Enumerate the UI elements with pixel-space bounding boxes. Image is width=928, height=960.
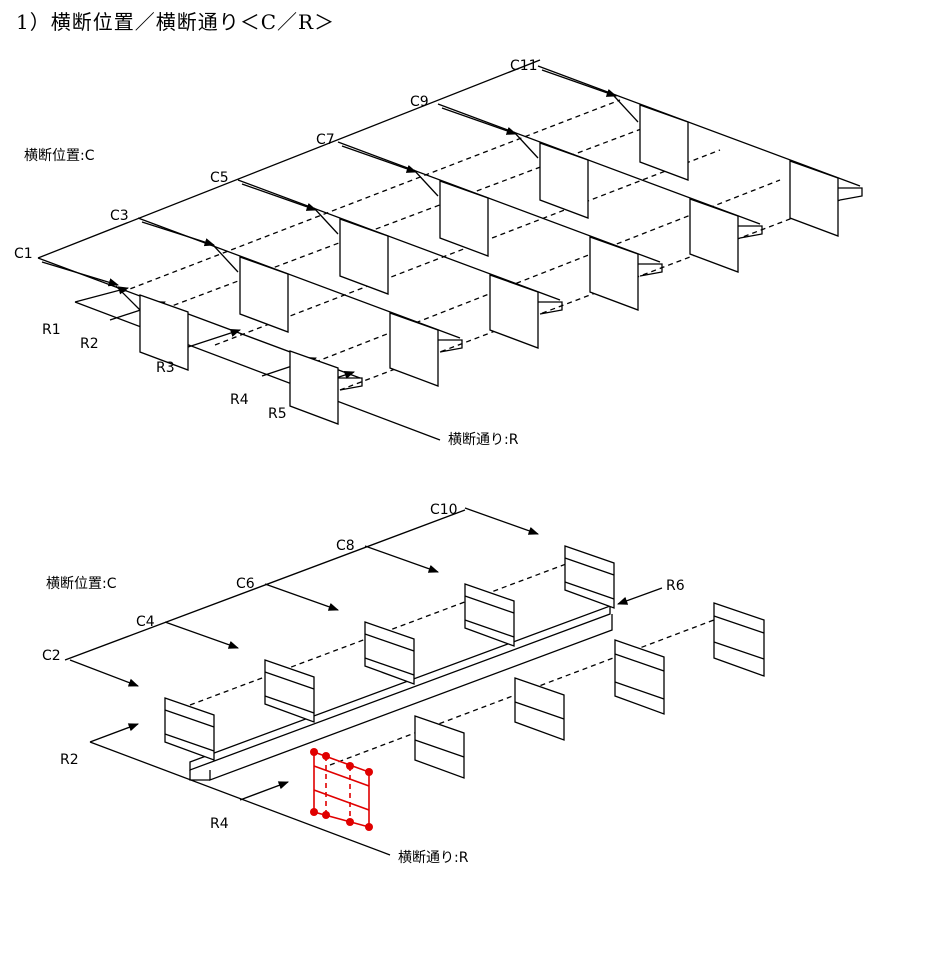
bottom-c-label: C2 bbox=[42, 648, 61, 664]
highlighted-panel bbox=[310, 748, 373, 831]
top-c-label: C7 bbox=[316, 132, 335, 148]
bottom-c-label: C8 bbox=[336, 538, 355, 554]
bottom-position-label: 横断位置:C bbox=[46, 576, 117, 592]
page-heading: 1）横断位置／横断通り＜C／R＞ bbox=[16, 10, 336, 34]
bottom-row-label: 横断通り:R bbox=[398, 850, 469, 866]
top-row-axis bbox=[74, 301, 441, 441]
top-r-label: R3 bbox=[156, 360, 175, 376]
top-panels bbox=[139, 104, 839, 425]
bottom-beam bbox=[189, 605, 613, 781]
bottom-c-arrows bbox=[69, 507, 539, 687]
top-r-label: R1 bbox=[42, 322, 61, 338]
top-r-label: R5 bbox=[268, 406, 287, 422]
bottom-diagram: 横断位置:C 横断通り:R C2 C4 C6 C8 C10 R2 R4 R6 bbox=[42, 502, 765, 866]
top-brackets bbox=[115, 95, 639, 311]
top-r-label: R4 bbox=[230, 392, 249, 408]
top-c-label: C5 bbox=[210, 170, 229, 186]
bottom-c-label: C4 bbox=[136, 614, 155, 630]
bottom-c-label: C6 bbox=[236, 576, 255, 592]
top-c-arrows bbox=[41, 69, 617, 287]
bottom-panels bbox=[164, 545, 765, 779]
top-c-label: C3 bbox=[110, 208, 129, 224]
bottom-r-label: R4 bbox=[210, 816, 229, 832]
bottom-r-label: R2 bbox=[60, 752, 79, 768]
top-position-label: 横断位置:C bbox=[24, 148, 95, 164]
top-c-label: C9 bbox=[410, 94, 429, 110]
bottom-row-axis bbox=[89, 741, 391, 856]
top-diagram: 横断位置:C 横断通り:R C1 C3 C5 C7 C9 C11 R1 R2 R… bbox=[14, 58, 863, 448]
bottom-r-arrows bbox=[89, 587, 663, 801]
bottom-r-label: R6 bbox=[666, 578, 685, 594]
top-c-label: C11 bbox=[510, 58, 538, 74]
bottom-c-label: C10 bbox=[430, 502, 458, 518]
top-row-label: 横断通り:R bbox=[448, 432, 519, 448]
bottom-main-axis bbox=[64, 509, 466, 661]
top-c-label: C1 bbox=[14, 246, 33, 262]
top-end-tabs bbox=[338, 187, 863, 391]
top-r-label: R2 bbox=[80, 336, 99, 352]
top-main-axis bbox=[37, 59, 541, 259]
